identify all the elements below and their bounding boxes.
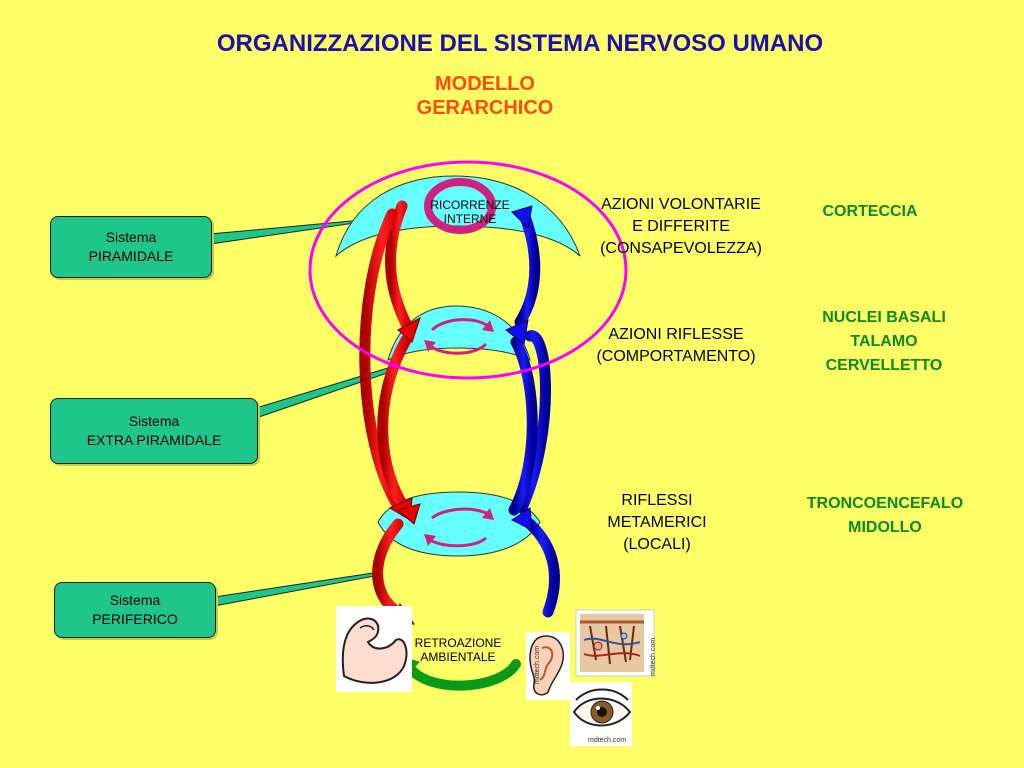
ascending-arrows bbox=[508, 208, 560, 618]
ear-watermark: mdtech.com bbox=[534, 645, 541, 684]
system-periferico-line-1: Sistema bbox=[109, 592, 161, 608]
recurrence-label: RICORRENZE INTERNE bbox=[418, 198, 522, 226]
ascending-arrowheads bbox=[505, 205, 533, 531]
level-voluntary-line-3: (CONSAPEVOLEZZA) bbox=[600, 240, 762, 257]
recurrence-loop-top bbox=[424, 178, 496, 234]
skin-watermark: mdtech.com bbox=[650, 637, 657, 676]
feedback-label-line-1: RETROAZIONE bbox=[414, 636, 502, 650]
structure-basal-nuclei: NUCLEI BASALI TALAMO CERVELLETTO bbox=[794, 306, 974, 378]
level-reflex-line-1: AZIONI RIFLESSE bbox=[608, 326, 744, 343]
recurrence-label-line-1: RICORRENZE bbox=[430, 198, 510, 212]
system-periferico-line-2: PERIFERICO bbox=[92, 611, 178, 627]
structure-cortex-line-1: CORTECCIA bbox=[822, 203, 918, 220]
system-extra-piramidale-line-2: EXTRA PIRAMIDALE bbox=[86, 432, 222, 448]
periferico-connector bbox=[213, 571, 381, 607]
skin-section-picture bbox=[575, 609, 655, 677]
basal-layer bbox=[387, 305, 531, 361]
system-piramidale-line-1: Sistema bbox=[105, 229, 157, 245]
system-piramidale-box: Sistema PIRAMIDALE bbox=[50, 216, 212, 278]
feedback-label-line-2: AMBIENTALE bbox=[420, 650, 496, 664]
level-reflex-line-2: (COMPORTAMENTO) bbox=[596, 348, 756, 365]
subtitle-line-1: MODELLO bbox=[435, 73, 535, 95]
cortex-layer bbox=[335, 175, 581, 258]
recurrence-label-line-2: INTERNE bbox=[443, 212, 497, 226]
descending-arrows bbox=[359, 200, 414, 622]
page-title: ORGANIZZAZIONE DEL SISTEMA NERVOSO UMANO bbox=[216, 30, 824, 57]
level-metameric-line-1: RIFLESSI bbox=[621, 492, 693, 509]
subtitle-line-2: GERARCHICO bbox=[416, 97, 554, 119]
eye-picture bbox=[570, 682, 632, 746]
structure-brainstem-line-2: MIDOLLO bbox=[848, 519, 922, 536]
structure-basal-line-2: TALAMO bbox=[850, 333, 918, 350]
eye-watermark: mdtech.com bbox=[588, 737, 627, 744]
recurrence-loop-bottom bbox=[424, 507, 494, 548]
ear-picture bbox=[526, 632, 570, 700]
structure-brainstem-line-1: TRONCOENCEFALO bbox=[806, 495, 964, 512]
system-extra-piramidale-box: Sistema EXTRA PIRAMIDALE bbox=[50, 398, 258, 464]
recurrence-loop-middle bbox=[424, 318, 494, 355]
feedback-label: RETROAZIONE AMBIENTALE bbox=[406, 636, 510, 664]
structure-basal-line-1: NUCLEI BASALI bbox=[822, 309, 946, 326]
consciousness-highlight bbox=[308, 160, 628, 380]
level-metameric-line-3: (LOCALI) bbox=[623, 536, 691, 553]
level-voluntary-actions: AZIONI VOLONTARIE E DIFFERITE (CONSAPEVO… bbox=[570, 194, 792, 260]
level-metameric-reflexes: RIFLESSI METAMERICI (LOCALI) bbox=[580, 490, 734, 556]
structure-brainstem: TRONCOENCEFALO MIDOLLO bbox=[780, 492, 990, 540]
system-extra-piramidale-line-1: Sistema bbox=[128, 413, 180, 429]
piramidale-connector bbox=[209, 219, 363, 245]
level-voluntary-line-2: E DIFFERITE bbox=[632, 218, 730, 235]
level-metameric-line-2: METAMERICI bbox=[607, 514, 707, 531]
feedback-arrow bbox=[405, 659, 521, 691]
system-piramidale-line-2: PIRAMIDALE bbox=[88, 248, 174, 264]
level-voluntary-line-1: AZIONI VOLONTARIE bbox=[601, 196, 761, 213]
structure-basal-line-3: CERVELLETTO bbox=[825, 357, 943, 374]
structure-cortex: CORTECCIA bbox=[800, 200, 940, 224]
subtitle: MODELLO GERARCHICO bbox=[380, 72, 590, 120]
system-periferico-box: Sistema PERIFERICO bbox=[54, 582, 216, 638]
muscle-arm-picture bbox=[336, 606, 412, 692]
level-reflex-actions: AZIONI RIFLESSE (COMPORTAMENTO) bbox=[566, 324, 786, 368]
